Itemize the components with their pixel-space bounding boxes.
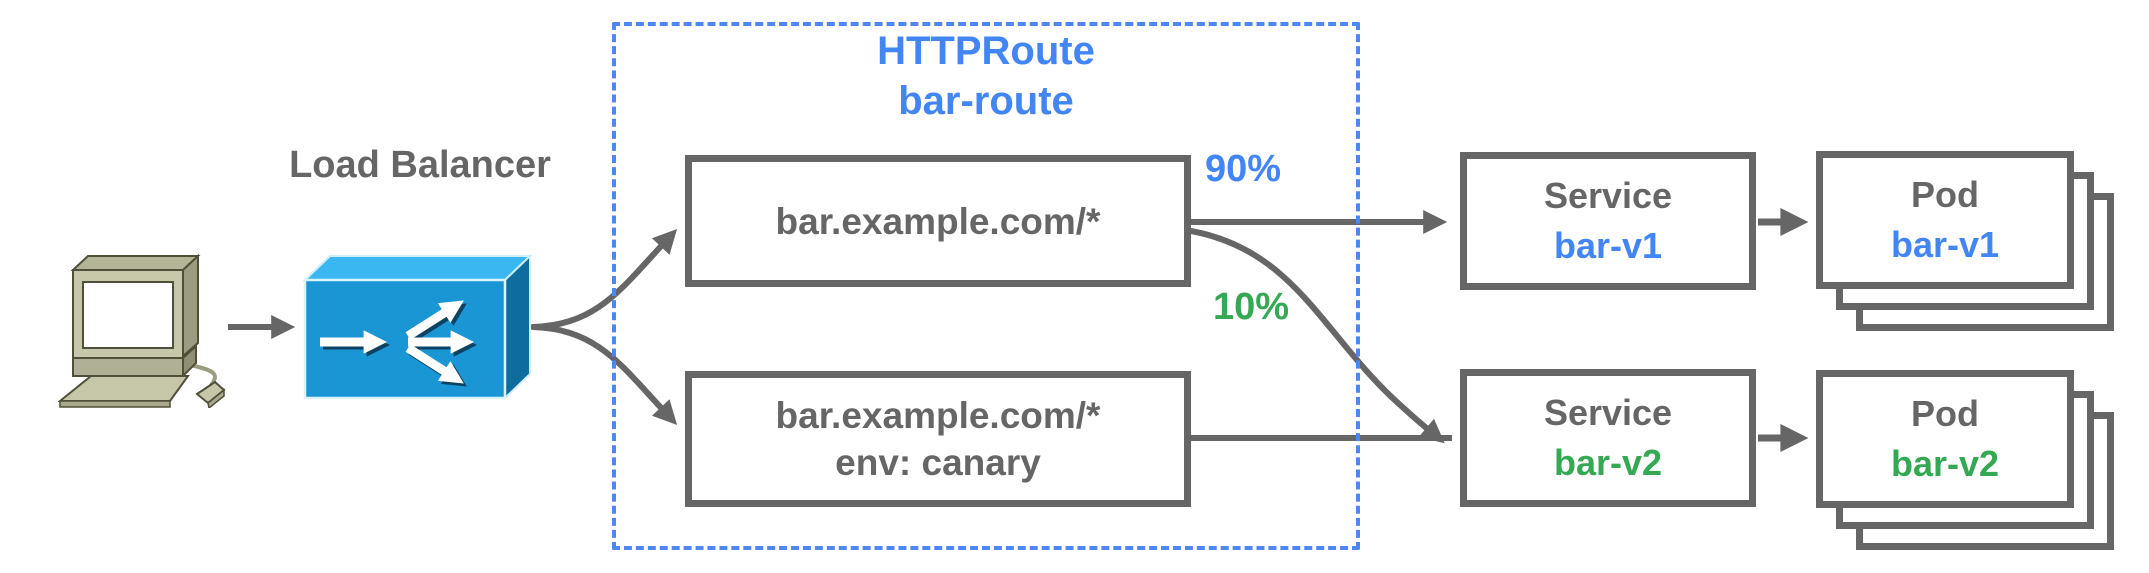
service-kind: Service [1543,392,1673,433]
pod-name: bar-v1 [1890,224,2000,265]
service-box-bar-v2: Service bar-v2 [1460,369,1756,507]
rule-hostname: bar.example.com/* [775,395,1101,436]
httproute-kind: HTTPRoute [877,29,1095,73]
pod-kind: Pod [1911,393,1979,434]
desktop-computer-icon [58,253,226,408]
load-balancer-icon [302,253,532,401]
rule-box-canary: bar.example.com/* env: canary [685,371,1191,507]
rule-header-match: env: canary [835,442,1041,483]
arrow-lb-to-rule1 [530,228,678,330]
httproute-name: bar-route [898,79,1074,123]
pod-kind: Pod [1911,174,1979,215]
rule-box-primary: bar.example.com/* [685,155,1191,287]
service-kind: Service [1543,175,1673,216]
weight-label-90: 90% [1205,148,1282,190]
pod-box-bar-v1: Pod bar-v1 [1816,151,2074,289]
httproute-title: HTTPRoute bar-route [712,26,1260,126]
service-box-bar-v1: Service bar-v1 [1460,152,1756,290]
pod-stack-bar-v1: Pod bar-v1 [1816,151,2114,331]
httproute-boundary [612,22,1360,550]
service-name: bar-v1 [1553,225,1663,266]
pod-name: bar-v2 [1890,443,2000,484]
pod-box-bar-v2: Pod bar-v2 [1816,370,2074,508]
arrow-rule1-to-service2-canary [1188,228,1445,444]
arrow-lb-to-rule2 [530,324,678,426]
service-name: bar-v2 [1553,442,1663,483]
load-balancer-label: Load Balancer [289,144,551,186]
rule-hostname: bar.example.com/* [775,200,1101,242]
pod-stack-bar-v2: Pod bar-v2 [1816,370,2114,550]
weight-label-10: 10% [1213,286,1290,328]
